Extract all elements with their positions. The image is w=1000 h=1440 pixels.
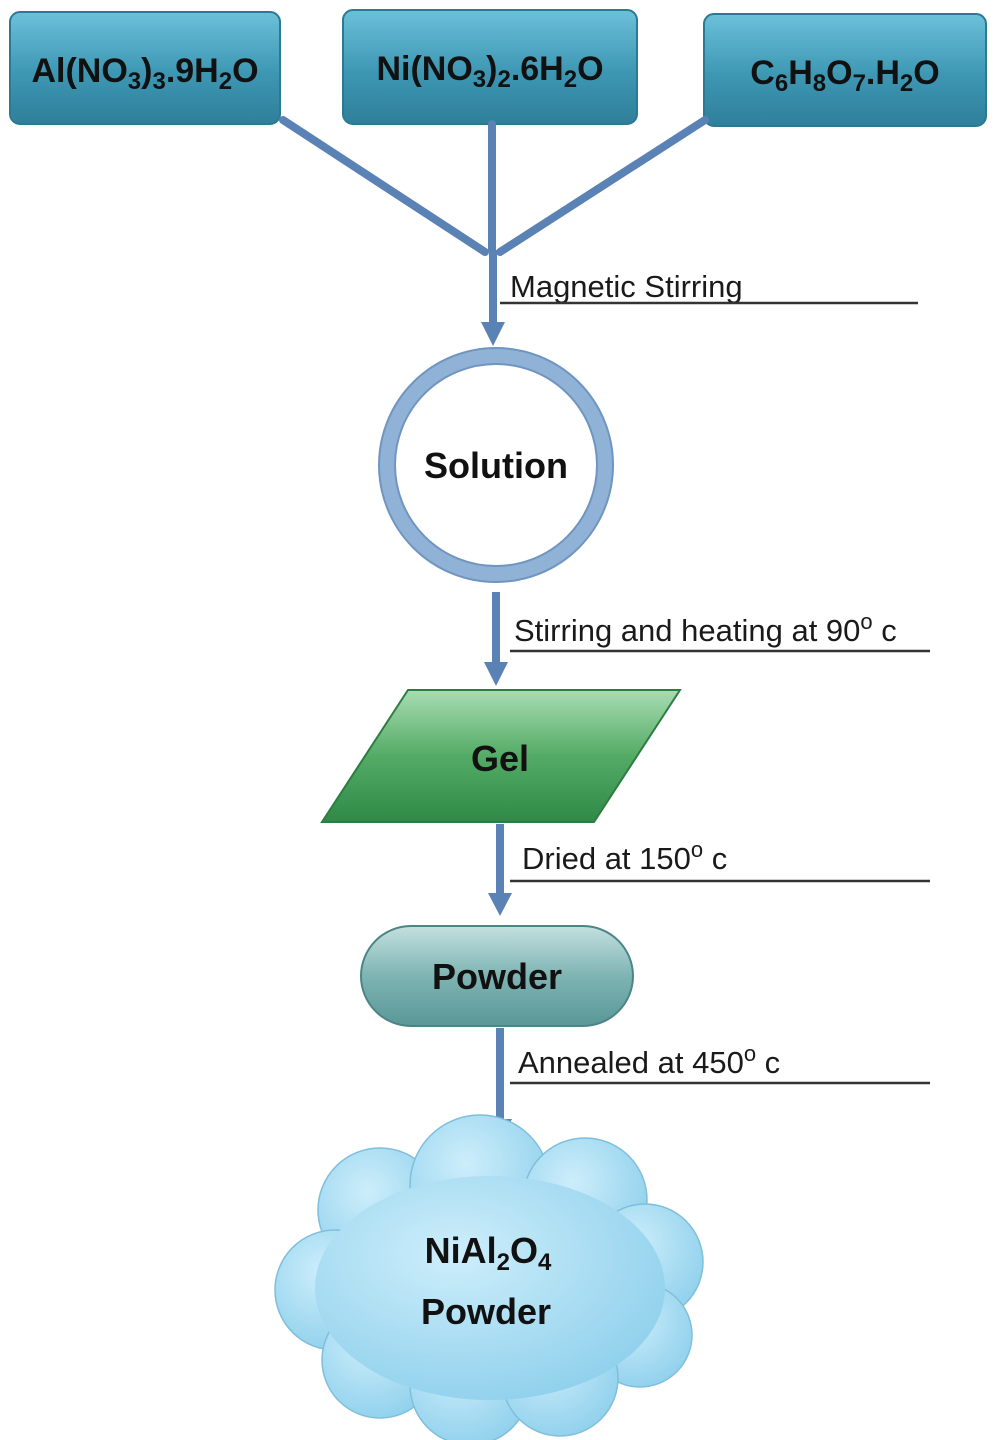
powder-node: Powder xyxy=(360,925,634,1027)
powder-label: Powder xyxy=(432,956,562,997)
product-formula: NiAl2O4 xyxy=(425,1230,552,1276)
arrow-to-solution xyxy=(481,250,505,346)
arrow-to-gel xyxy=(484,592,508,686)
gel-label: Gel xyxy=(471,738,529,779)
product-cloud xyxy=(274,1114,704,1440)
reagent-box-nickel-nitrate: Ni(NO3)2.6H2O xyxy=(342,9,638,125)
gel-node: Gel xyxy=(320,689,682,823)
reagent-label-citric-acid: C6H8O7.H2O xyxy=(750,54,939,97)
product-label: Powder xyxy=(421,1291,551,1332)
arrow-to-powder xyxy=(488,824,512,916)
solution-node: Solution xyxy=(378,347,614,583)
reagent-label-aluminium-nitrate: Al(NO3)3.9H2O xyxy=(31,52,258,95)
reagent-box-citric-acid: C6H8O7.H2O xyxy=(703,13,987,127)
reagent-box-aluminium-nitrate: Al(NO3)3.9H2O xyxy=(9,11,281,125)
solution-label: Solution xyxy=(424,445,568,486)
step-label-heating: Stirring and heating at 90o c xyxy=(514,609,897,648)
step-label-drying: Dried at 150o c xyxy=(522,837,727,876)
step-label-mixing: Magnetic Stirring xyxy=(510,269,743,304)
step-label-annealing: Annealed at 450o c xyxy=(518,1041,780,1080)
reagent-connectors xyxy=(279,116,709,256)
reagent-label-nickel-nitrate: Ni(NO3)2.6H2O xyxy=(376,50,603,93)
